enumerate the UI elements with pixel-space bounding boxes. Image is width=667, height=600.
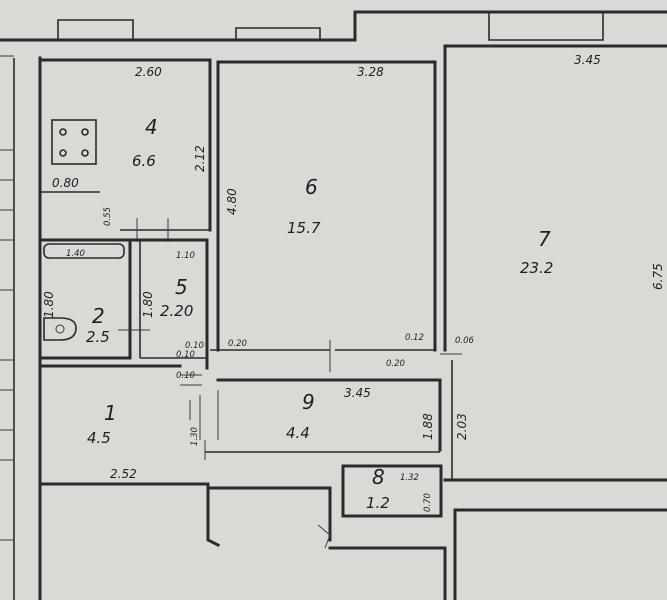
dim-3-28: 3.28 (357, 65, 384, 79)
dim-1-30: 1.30 (190, 427, 200, 446)
dim-0-70: 0.70 (423, 493, 433, 512)
room-9-number: 9 (302, 390, 315, 414)
room-1-number: 1 (104, 401, 117, 425)
dim-0-20-b: 0.20 (386, 359, 405, 369)
dim-2-60: 2.60 (135, 65, 162, 79)
dim-0-10-a: 0.10 (185, 341, 204, 351)
room-8-area: 1.2 (366, 494, 390, 512)
room-4-area: 6.6 (132, 152, 156, 170)
dim-0-80: 0.80 (52, 176, 79, 190)
dim-3-45-mid: 3.45 (344, 386, 371, 400)
dim-1-80-a: 1.80 (42, 291, 56, 318)
dim-4-80: 4.80 (225, 188, 239, 215)
walls (0, 10, 667, 600)
dim-1-40: 1.40 (66, 249, 85, 259)
room-2-area: 2.5 (86, 328, 110, 346)
room-5-area: 2.20 (160, 302, 193, 320)
room-4-number: 4 (145, 115, 158, 139)
dim-3-45-top: 3.45 (574, 53, 601, 67)
dim-0-20-a: 0.20 (228, 339, 247, 349)
room-5-number: 5 (175, 275, 188, 299)
dim-1-10: 1.10 (176, 251, 195, 261)
dim-1-32: 1.32 (400, 473, 419, 483)
dim-6-75: 6.75 (651, 263, 665, 290)
dim-2-52: 2.52 (110, 467, 137, 481)
room-7-area: 23.2 (520, 259, 553, 277)
room-2-number: 2 (92, 304, 105, 328)
dim-2-03: 2.03 (455, 413, 469, 440)
dim-0-55: 0.55 (103, 207, 113, 226)
dim-0-10-b: 0.10 (176, 350, 195, 360)
room-labels: 1 4.5 2 2.5 4 6.6 5 2.20 6 15.7 7 23.2 8… (86, 115, 553, 512)
dim-1-88: 1.88 (421, 413, 435, 440)
dimension-labels: 2.60 3.28 3.45 2.12 0.80 0.55 4.80 1.40 … (42, 53, 665, 512)
room-8-number: 8 (372, 465, 385, 489)
room-1-area: 4.5 (87, 429, 111, 447)
dim-0-06: 0.06 (455, 336, 475, 346)
dim-2-12: 2.12 (193, 145, 207, 172)
room-7-number: 7 (538, 227, 551, 251)
room-6-area: 15.7 (287, 219, 321, 237)
dim-0-12: 0.12 (405, 333, 424, 343)
room-6-number: 6 (305, 175, 318, 199)
dim-1-80-b: 1.80 (141, 291, 155, 318)
room-9-area: 4.4 (286, 424, 310, 442)
dim-0-10-c: 0.10 (176, 371, 195, 381)
